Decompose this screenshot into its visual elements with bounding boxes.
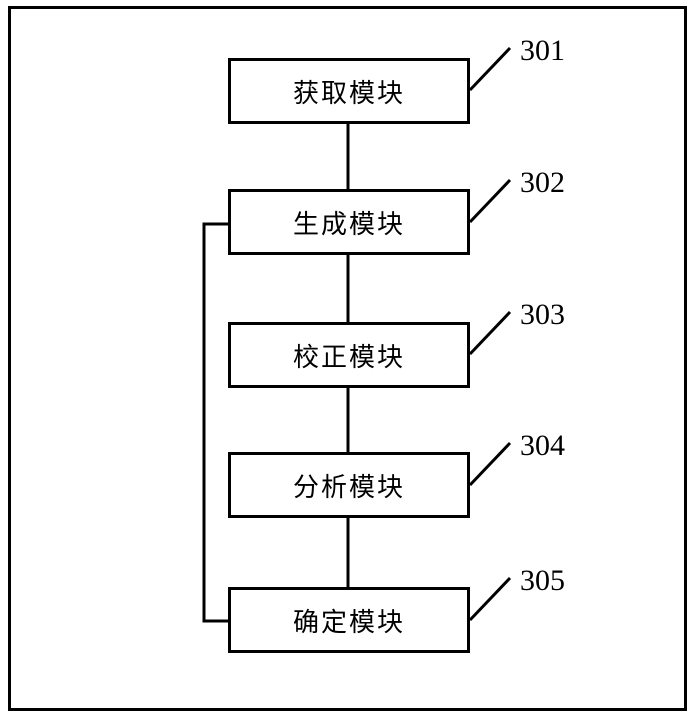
module-correct: 校正模块 xyxy=(228,322,470,388)
module-acquire: 获取模块 xyxy=(228,58,470,124)
module-correct-label: 校正模块 xyxy=(292,342,405,373)
ref-302: 302 xyxy=(520,166,565,199)
ref-301: 301 xyxy=(520,34,565,67)
module-generate-label: 生成模块 xyxy=(292,209,405,240)
ref-303: 303 xyxy=(520,298,565,331)
ref-305: 305 xyxy=(520,564,565,597)
module-analyze-label: 分析模块 xyxy=(292,472,405,503)
module-generate: 生成模块 xyxy=(228,189,470,255)
module-determine-label: 确定模块 xyxy=(292,607,405,638)
module-determine: 确定模块 xyxy=(228,587,470,653)
ref-304: 304 xyxy=(520,429,565,462)
module-acquire-label: 获取模块 xyxy=(292,78,405,109)
module-analyze: 分析模块 xyxy=(228,452,470,518)
